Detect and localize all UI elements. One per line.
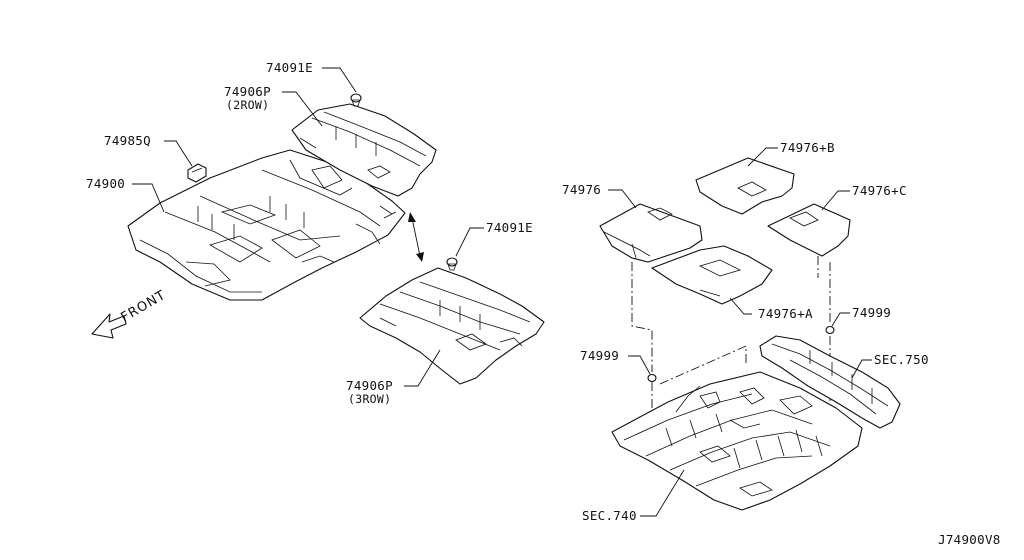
label-74906p-3row-sub: (3ROW) (348, 392, 391, 406)
label-74999-right: 74999 (852, 305, 891, 320)
label-74976-c: 74976+C (852, 183, 907, 198)
floor-pan-sec740 (611, 371, 863, 511)
carpet-74906p-3row (359, 267, 545, 385)
carpet-74900 (127, 149, 406, 301)
mat-74976 (599, 203, 703, 263)
rear-floor-sec750 (759, 335, 901, 429)
label-74976-b: 74976+B (780, 140, 835, 155)
label-74906p-2row-sub: (2ROW) (226, 98, 269, 112)
label-74976-a: 74976+A (758, 306, 813, 321)
label-74091e-top: 74091E (266, 60, 313, 75)
mat-74976-a (651, 245, 773, 305)
leader-lines (132, 67, 872, 517)
mat-74976-b (695, 157, 795, 215)
arrow-down-left-icon (91, 313, 127, 339)
part-labels: 74091E 74906P (2ROW) 74985Q 74900 74091E… (86, 60, 1001, 547)
mat-74976-c (767, 203, 851, 257)
clip-74985q (187, 163, 207, 183)
label-front: FRONT (119, 288, 169, 326)
clip-74999-right (825, 325, 835, 335)
clip-74091e-top (350, 93, 362, 107)
label-74999-left: 74999 (580, 348, 619, 363)
label-sec750: SEC.750 (874, 352, 929, 367)
clip-74091e-mid (446, 257, 458, 271)
label-74985q: 74985Q (104, 133, 151, 148)
label-74906p-3row: 74906P (346, 378, 393, 393)
clip-74999-left (647, 373, 657, 383)
label-74091e-mid: 74091E (486, 220, 533, 235)
label-sec740: SEC.740 (582, 508, 637, 523)
label-74906p-2row: 74906P (224, 84, 271, 99)
diagram-code: J74900V8 (938, 532, 1001, 547)
label-74976: 74976 (562, 182, 601, 197)
double-arrow-icon (408, 212, 424, 262)
label-74900: 74900 (86, 176, 125, 191)
carpet-74906p-2row (291, 103, 437, 197)
